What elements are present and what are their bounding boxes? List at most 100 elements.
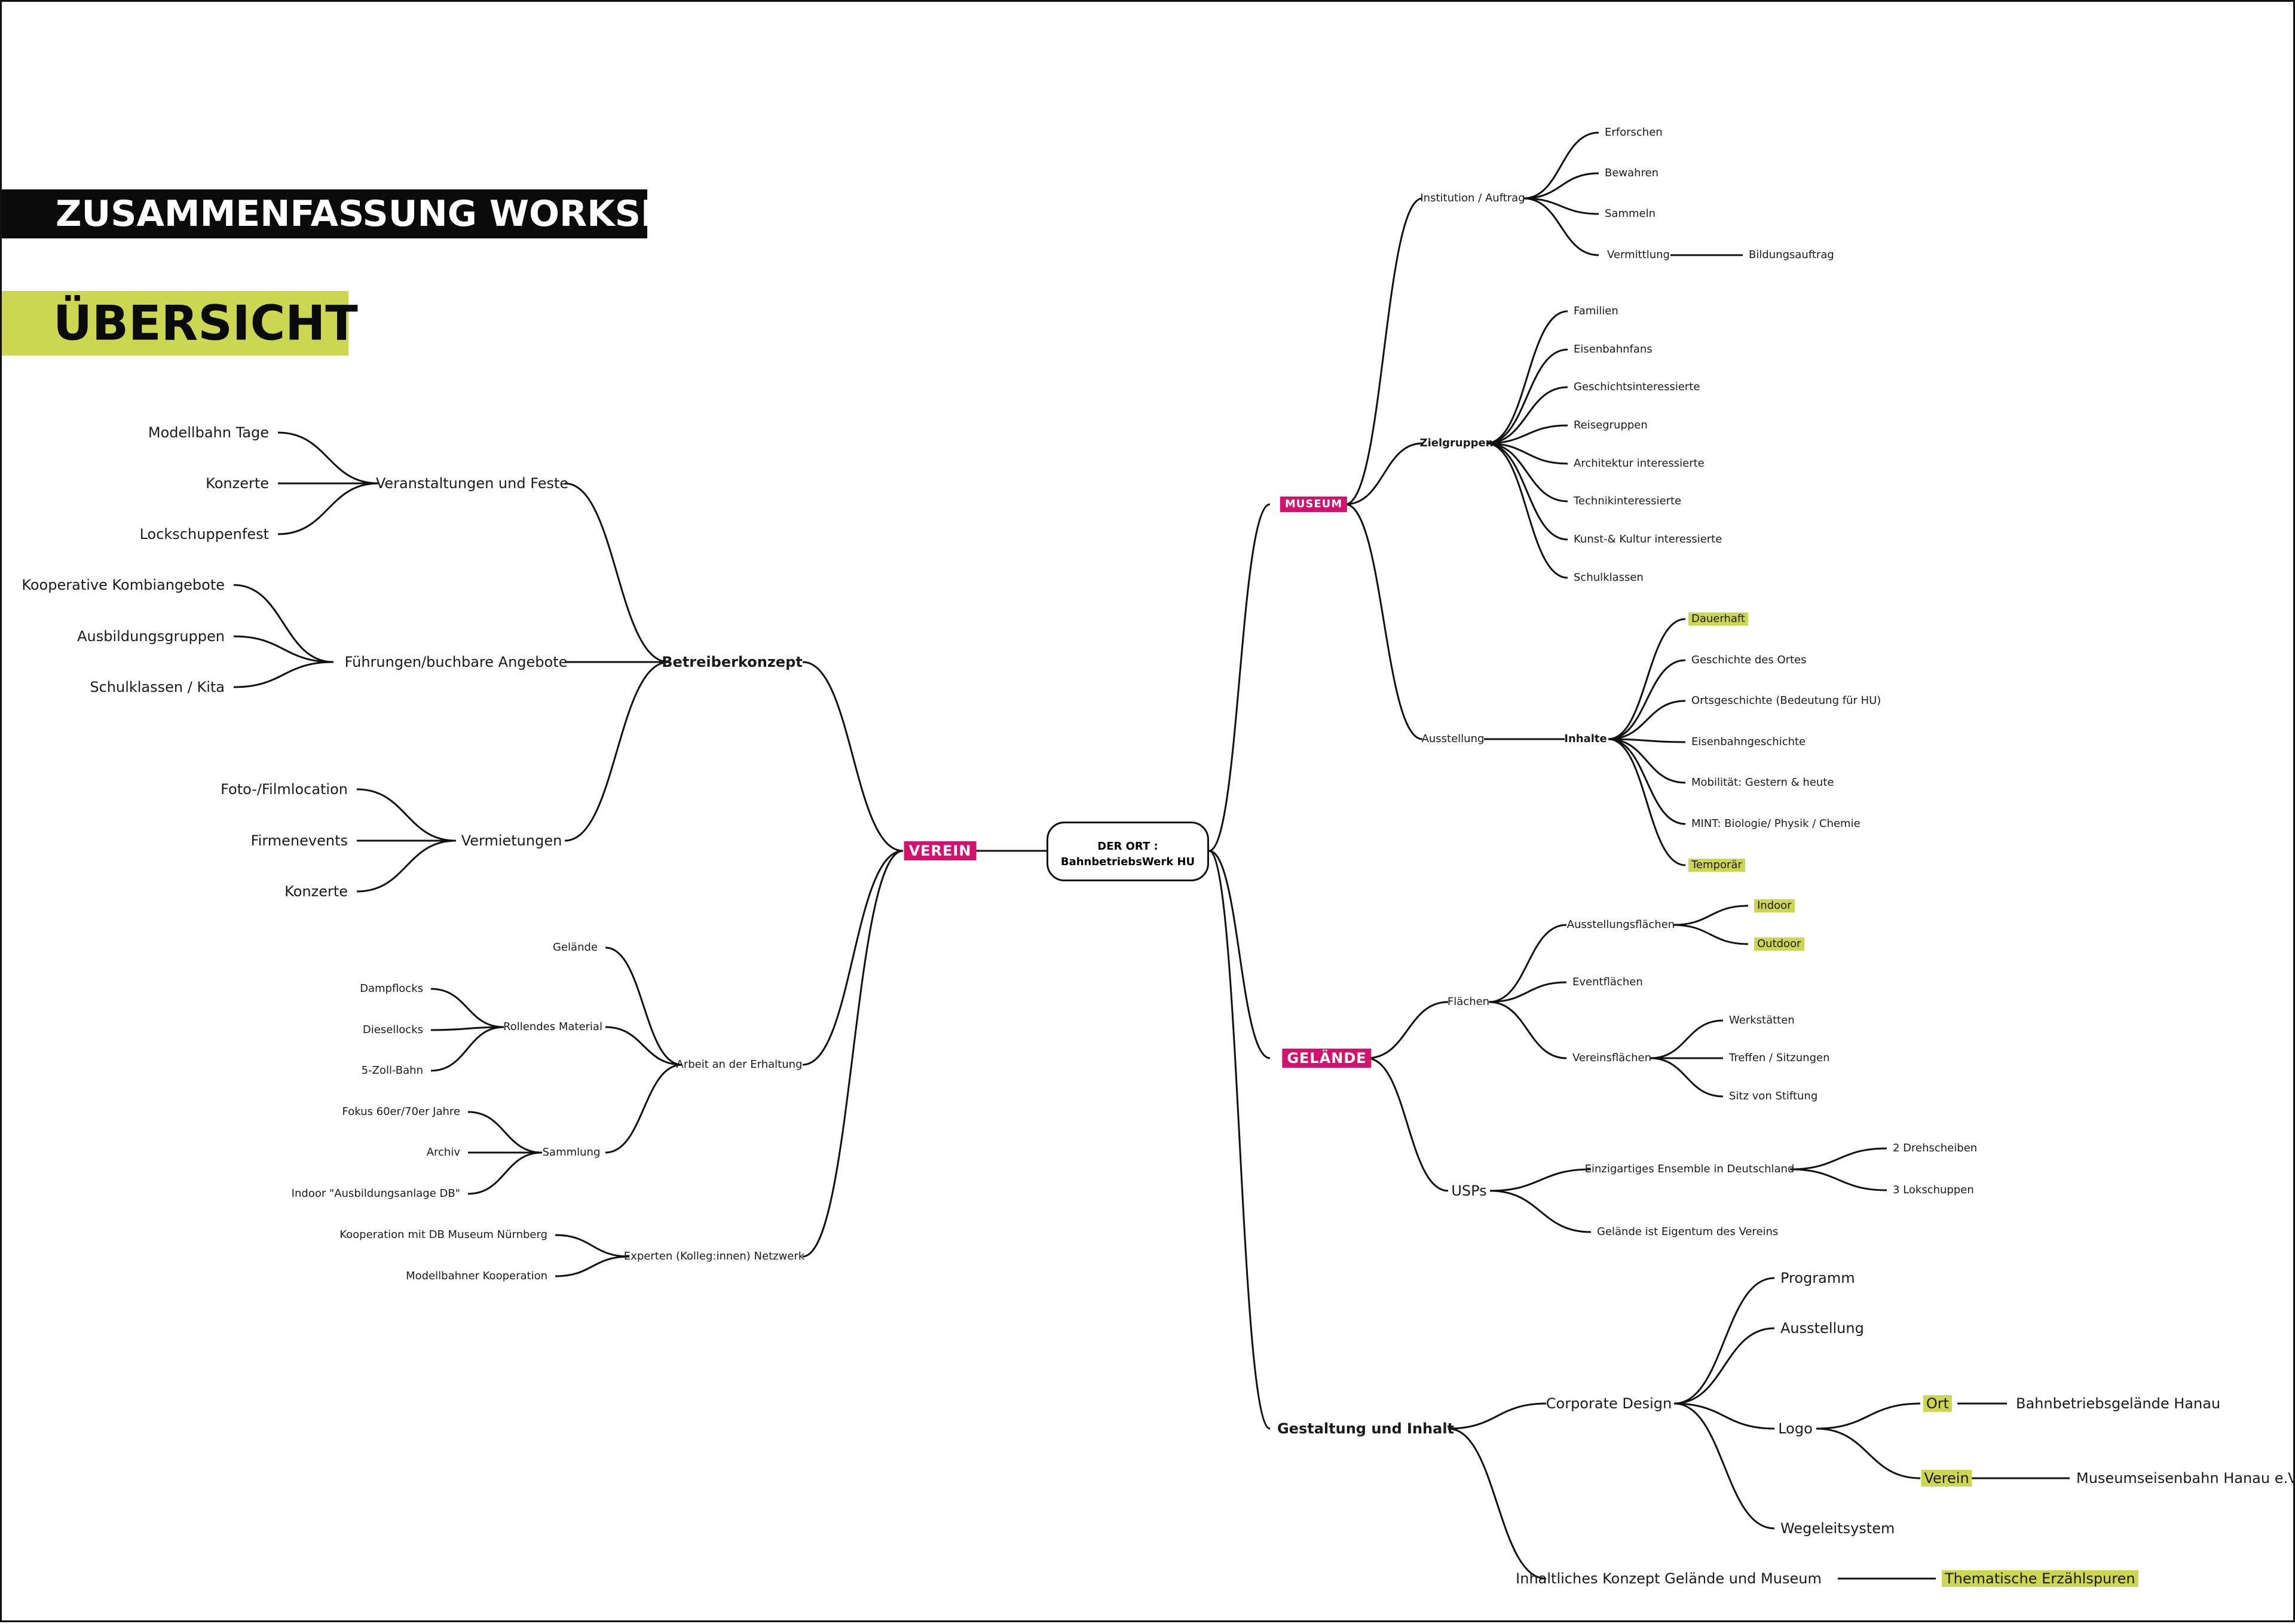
verein-tag: VEREIN bbox=[904, 841, 977, 860]
institution-node: Institution / Auftrag bbox=[1420, 192, 1525, 204]
usps-line bbox=[1489, 1190, 1592, 1233]
corporate-design-node: Corporate Design bbox=[1546, 1395, 1672, 1412]
cd-line bbox=[1673, 1402, 1775, 1430]
museum-branch-line bbox=[1345, 442, 1423, 505]
inhalte-line bbox=[1608, 738, 1686, 784]
veranstaltungen-line bbox=[277, 482, 379, 535]
zielgruppen-line bbox=[1486, 442, 1568, 465]
usps-line bbox=[1489, 1168, 1592, 1192]
werkstaetten: Werkstätten bbox=[1729, 1014, 1795, 1027]
fuenf-zoll-bahn: 5-Zoll-Bahn bbox=[361, 1064, 423, 1077]
schulklassen-kita: Schulklassen / Kita bbox=[90, 679, 225, 695]
inhalte-line bbox=[1608, 738, 1686, 825]
erforschen: Erforschen bbox=[1605, 126, 1663, 139]
fuehrungen-line bbox=[233, 635, 334, 663]
dampflocks: Dampflocks bbox=[360, 982, 423, 995]
arbeit-line bbox=[605, 946, 683, 1066]
inhalte-node: Inhalte bbox=[1564, 733, 1607, 745]
center-to-branch bbox=[1208, 503, 1271, 852]
bildungsauftrag: Bildungsauftrag bbox=[1749, 249, 1834, 261]
inhaltliches-konzept-node: Inhaltliches Konzept Gelände und Museum bbox=[1516, 1570, 1822, 1587]
betreiber-line bbox=[564, 482, 669, 663]
eigentum-des-vereins: Gelände ist Eigentum des Vereins bbox=[1597, 1225, 1779, 1238]
rollendes-line bbox=[430, 1026, 504, 1031]
verein-branch-line bbox=[802, 661, 904, 852]
arbeit-node: Arbeit an der Erhaltung bbox=[676, 1058, 803, 1071]
dauerhaft: Dauerhaft bbox=[1688, 612, 1748, 626]
kooperative-kombiangebote: Kooperative Kombiangebote bbox=[22, 577, 225, 593]
workshop-title-banner: ZUSAMMENFASSUNG WORKSHOP bbox=[2, 189, 727, 238]
institution-line bbox=[1523, 197, 1599, 256]
gelaende-tag: GELÄNDE bbox=[1282, 1049, 1372, 1068]
cd-line bbox=[1673, 1277, 1775, 1405]
verein-branch-line bbox=[802, 850, 904, 1066]
flaechen-line bbox=[1488, 1001, 1567, 1059]
ausstellung-node: Ausstellung bbox=[1421, 733, 1485, 745]
vereinsflaechen-line bbox=[1650, 1019, 1724, 1059]
fuehrungen-node: Führungen/buchbare Angebote bbox=[344, 654, 568, 670]
verein-node: Verein bbox=[1921, 1470, 1972, 1487]
zielgruppe-6: Technikinteressierte bbox=[1574, 495, 1682, 507]
modellbahner-kooperation: Modellbahner Kooperation bbox=[406, 1270, 547, 1282]
museum-branch-line bbox=[1345, 503, 1423, 740]
sammlung-node: Sammlung bbox=[542, 1146, 601, 1159]
institution-line bbox=[1523, 172, 1599, 200]
konzerte-2: Konzerte bbox=[284, 883, 348, 900]
center-node-line1: DER ORT : bbox=[1097, 840, 1158, 853]
zielgruppen-line bbox=[1486, 386, 1568, 445]
zwei-drehscheiben: 2 Drehscheiben bbox=[1893, 1142, 1978, 1154]
zielgruppen-line bbox=[1486, 310, 1568, 445]
vermietungen-line bbox=[356, 788, 457, 842]
ausbildungsgruppen: Ausbildungsgruppen bbox=[77, 628, 225, 645]
firmenevents: Firmenevents bbox=[250, 832, 348, 849]
zielgruppen-line bbox=[1486, 348, 1568, 445]
zielgruppen-line bbox=[1486, 442, 1568, 502]
overview-title: ÜBERSICHT bbox=[53, 295, 358, 351]
arbeit-line bbox=[605, 1026, 683, 1066]
drei-lokschuppen: 3 Lokschuppen bbox=[1893, 1184, 1974, 1196]
fuehrungen-line bbox=[233, 661, 334, 688]
zielgruppe-1: Familien bbox=[1574, 305, 1618, 317]
inhalte-line bbox=[1608, 700, 1686, 740]
cd-line bbox=[1673, 1327, 1775, 1405]
zielgruppe-2: Eisenbahnfans bbox=[1574, 343, 1653, 356]
gelaende-branch-line bbox=[1366, 1001, 1449, 1059]
inhalte-line bbox=[1608, 659, 1686, 740]
fokus-60er-70er: Fokus 60er/70er Jahre bbox=[342, 1105, 460, 1118]
betreiber-line bbox=[564, 661, 669, 842]
vermietungen-node: Vermietungen bbox=[461, 832, 562, 849]
lockschuppenfest: Lockschuppenfest bbox=[139, 526, 269, 543]
ort-node: Ort bbox=[1923, 1395, 1953, 1412]
zielgruppe-8: Schulklassen bbox=[1574, 571, 1644, 584]
eventflaechen: Eventflächen bbox=[1572, 976, 1643, 988]
center-node-line2: BahnbetriebsWerk HU bbox=[1060, 856, 1195, 868]
zielgruppen-line bbox=[1486, 442, 1568, 541]
indoor-ausbildungsanlage: Indoor "Ausbildungsanlage DB" bbox=[291, 1187, 460, 1200]
betreiberkonzept-node: Betreiberkonzept bbox=[662, 654, 803, 670]
rollendes-line bbox=[430, 988, 504, 1028]
gestaltung-node: Gestaltung und Inhalt bbox=[1277, 1420, 1455, 1437]
rollendes-material-node: Rollendes Material bbox=[503, 1021, 602, 1033]
konzerte-1: Konzerte bbox=[206, 475, 269, 492]
institution-line bbox=[1523, 131, 1599, 200]
logo-line bbox=[1816, 1402, 1921, 1430]
outdoor: Outdoor bbox=[1754, 937, 1804, 951]
center-node: DER ORT : BahnbetriebsWerk HU bbox=[1046, 822, 1209, 881]
temporaer: Temporär bbox=[1688, 859, 1745, 872]
vereinsflaechen-node: Vereinsflächen bbox=[1572, 1052, 1652, 1064]
verein-branch-line bbox=[802, 850, 904, 1258]
ausstellungsflaechen-line bbox=[1672, 924, 1749, 945]
rollendes-line bbox=[430, 1026, 504, 1072]
zielgruppen-line bbox=[1486, 442, 1568, 579]
foto-filmlocation: Foto-/Filmlocation bbox=[221, 781, 348, 798]
ensemble-line bbox=[1789, 1147, 1887, 1170]
indoor: Indoor bbox=[1754, 899, 1795, 912]
vereinsflaechen-line bbox=[1650, 1057, 1724, 1098]
usps-node: USPs bbox=[1451, 1182, 1487, 1199]
fuehrungen-line bbox=[233, 584, 334, 663]
veranstaltungen-node: Veranstaltungen und Feste bbox=[375, 475, 569, 492]
logo-line bbox=[1816, 1427, 1921, 1479]
ortsgeschichte: Ortsgeschichte (Bedeutung für HU) bbox=[1691, 694, 1881, 707]
gestaltung-line bbox=[1448, 1402, 1547, 1430]
diesellocks: Diesellocks bbox=[362, 1024, 423, 1036]
